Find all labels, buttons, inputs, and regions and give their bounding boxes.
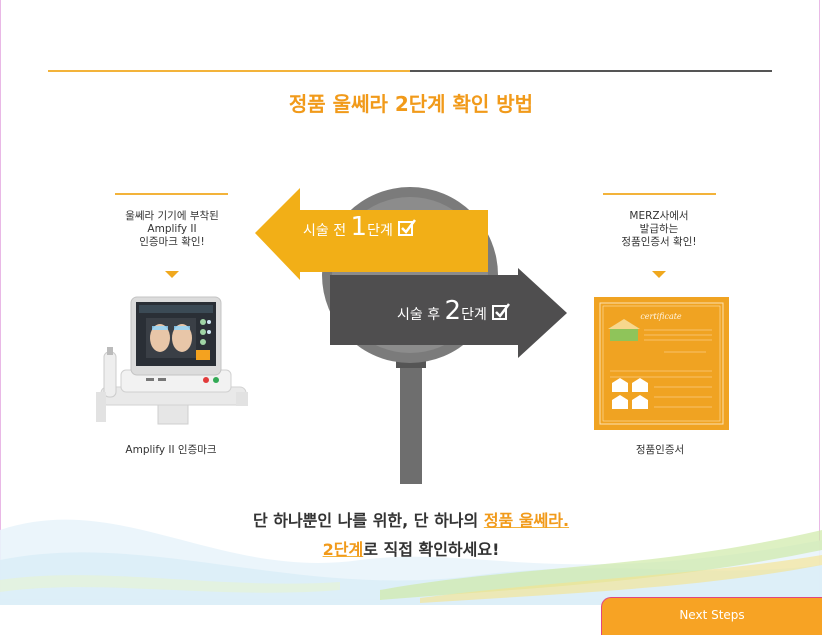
next-steps-label: Next Steps xyxy=(679,608,745,622)
step1-prefix: 시술 전 xyxy=(303,223,351,239)
step1-number: 1 xyxy=(350,212,368,242)
left-caption: Amplify II 인증마크 xyxy=(125,444,217,456)
page-title: 정품 울쎄라 2단계 확인 방법 xyxy=(288,92,534,116)
step1-label: 시술 전 1단계 xyxy=(303,212,417,242)
next-steps-button[interactable]: Next Steps xyxy=(601,597,822,635)
tagline-highlight: 정품 울쎄라. xyxy=(483,511,570,530)
header-divider-left xyxy=(48,70,410,72)
left-description-line: 울쎄라 기기에 부착된 xyxy=(125,210,219,222)
step1-arrow xyxy=(255,188,488,280)
left-description-line: Amplify II xyxy=(147,223,197,235)
right-description-line: 발급하는 xyxy=(639,223,679,235)
tagline-line-1: 단 하나뿐인 나를 위한, 단 하나의 정품 울쎄라. xyxy=(0,507,822,531)
step2-suffix: 단계 xyxy=(461,307,487,323)
check-box-icon xyxy=(398,219,417,236)
header-divider-right xyxy=(410,70,772,72)
tagline-highlight: 2단계 xyxy=(322,540,364,559)
tagline-text: 로 직접 확인하세요! xyxy=(363,540,500,559)
step2-prefix: 시술 후 xyxy=(397,307,445,323)
right-caption: 정품인증서 xyxy=(635,444,685,456)
left-description-line: 인증마크 확인! xyxy=(139,236,205,248)
handle-collar xyxy=(396,360,426,368)
step2-arrow xyxy=(330,268,567,358)
two-step-diagram xyxy=(255,187,567,484)
decorative-wave-background xyxy=(0,519,822,605)
tagline-line-2: 2단계로 직접 확인하세요! xyxy=(0,536,822,560)
right-divider xyxy=(603,193,716,195)
step2-number: 2 xyxy=(444,296,462,326)
check-box-icon xyxy=(492,303,511,320)
tagline-text: 단 하나뿐인 나를 위한, 단 하나의 xyxy=(252,511,484,530)
step2-label: 시술 후 2단계 xyxy=(397,296,511,326)
certificate-title: certificate xyxy=(640,312,682,321)
magnifier-handle xyxy=(400,360,422,484)
right-pointer-icon xyxy=(652,271,666,278)
step1-suffix: 단계 xyxy=(367,223,393,239)
left-description: 울쎄라 기기에 부착된 Amplify II 인증마크 확인! xyxy=(92,210,252,249)
ulthera-device-image xyxy=(96,296,248,425)
right-description-line: MERZ사에서 xyxy=(629,210,689,222)
right-description-line: 정품인증서 확인! xyxy=(621,236,697,248)
right-description: MERZ사에서 발급하는 정품인증서 확인! xyxy=(579,210,739,249)
left-pointer-icon xyxy=(165,271,179,278)
certificate-image: certificate xyxy=(594,297,729,430)
left-divider xyxy=(115,193,228,195)
